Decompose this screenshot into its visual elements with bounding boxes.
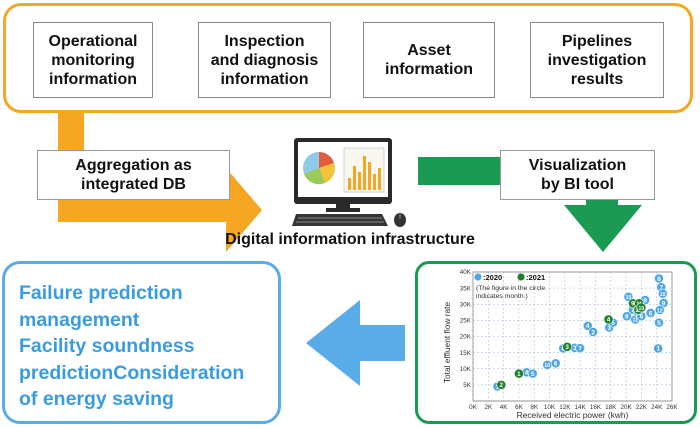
mouse-icon — [394, 213, 406, 227]
legend-marker-2020 — [474, 273, 482, 281]
x-tick-label: 2K — [484, 404, 493, 411]
data-point-label: 2 — [591, 329, 595, 336]
x-tick-label: 24K — [651, 404, 663, 411]
source-asset-information: Asset information — [363, 22, 495, 98]
data-point-label: 6 — [554, 361, 558, 368]
y-tick-label: 40K — [460, 269, 472, 276]
x-tick-label: 20K — [620, 404, 632, 411]
data-point-label: 10 — [544, 363, 550, 369]
data-point — [645, 308, 656, 318]
data-point-label: 8 — [657, 276, 661, 283]
x-tick-label: 6K — [515, 404, 524, 411]
x-tick-label: 8K — [530, 404, 539, 411]
feedback-arrow-icon — [306, 300, 405, 386]
y-tick-label: 20K — [460, 334, 472, 341]
data-point — [550, 358, 561, 369]
data-point-label: 5 — [611, 320, 615, 327]
aggregation-arrow-icon — [58, 112, 262, 252]
visualization-label: Visualization by BI tool — [500, 150, 655, 200]
data-point-label: 1 — [517, 371, 521, 378]
y-tick-label: 25K — [460, 318, 472, 325]
data-point — [562, 341, 573, 352]
x-tick-label: 4K — [500, 404, 509, 411]
legend-label-2021: :2021 — [526, 273, 545, 282]
prediction-line: of energy saving — [19, 388, 174, 410]
data-point-label: 7 — [578, 345, 582, 352]
data-point-label: 5 — [531, 371, 535, 378]
y-tick-label: 15K — [460, 350, 472, 357]
prediction-line: management — [19, 308, 140, 331]
data-point-label: 6 — [640, 313, 644, 320]
data-point-label: 10 — [638, 306, 644, 312]
legend-note: (The figure in the circle — [476, 285, 545, 292]
data-point — [496, 379, 507, 390]
data-point-label: 1 — [656, 346, 660, 353]
data-point-label: 9 — [643, 297, 647, 304]
y-tick-label: 5K — [463, 382, 472, 389]
prediction-line: Facility soundness — [19, 335, 195, 357]
data-point-label: 6 — [649, 310, 653, 317]
y-tick-label: 35K — [460, 285, 472, 292]
y-axis-label: Total effluent flow rate — [442, 302, 452, 384]
data-point — [636, 302, 647, 313]
x-axis-label: Received electric power (kwh) — [517, 410, 629, 420]
data-point-label: 11 — [633, 318, 639, 324]
data-point — [514, 368, 524, 379]
source-inspection-diagnosis: Inspection and diagnosis information — [198, 22, 331, 98]
y-tick-label: 10K — [460, 366, 472, 373]
data-point-label: 4 — [586, 323, 590, 330]
x-tick-label: 14K — [575, 404, 587, 411]
x-tick-label: 10K — [544, 404, 556, 411]
keyboard-icon — [292, 214, 388, 226]
prediction-frame: Failure prediction management Facility s… — [2, 261, 281, 424]
data-point-label: 2 — [500, 382, 504, 389]
data-point-label: 3 — [607, 325, 611, 332]
source-operational-monitoring: Operational monitoring information — [33, 22, 153, 98]
computer-illustration — [292, 138, 406, 227]
data-point-label: 7 — [631, 307, 635, 314]
data-point — [588, 327, 599, 337]
data-point-label: 12 — [657, 308, 663, 314]
x-tick-label: 22K — [636, 404, 648, 411]
infrastructure-label: Digital information infrastructure — [225, 231, 475, 248]
x-tick-label: 18K — [605, 404, 617, 411]
prediction-text: Failure prediction management Facility s… — [19, 280, 279, 413]
prediction-line: predictionConsideration — [19, 361, 245, 384]
data-point-label: 3 — [573, 345, 577, 352]
prediction-line: Failure prediction — [19, 282, 183, 304]
x-tick-label: 0K — [469, 404, 478, 411]
data-point-label: 8 — [625, 313, 629, 320]
legend-label-2020: :2020 — [483, 273, 502, 282]
data-point-label: 9 — [662, 300, 666, 307]
data-point-label: 5 — [657, 320, 661, 327]
data-point-label: 7 — [660, 284, 664, 291]
legend-note: indicates month.) — [476, 293, 528, 300]
data-point-label: 9 — [631, 301, 635, 308]
data-point-label: 10 — [625, 295, 631, 301]
data-point-label: 4 — [525, 370, 529, 377]
data-point-label: 3 — [565, 344, 569, 351]
x-tick-label: 26K — [666, 404, 678, 411]
aggregation-label: Aggregation as integrated DB — [37, 150, 230, 200]
data-point — [653, 343, 664, 354]
pie-chart-icon — [303, 152, 335, 185]
bar-chart-icon — [343, 147, 385, 193]
data-point-label: 10 — [660, 292, 666, 298]
x-tick-label: 12K — [559, 404, 571, 411]
y-tick-label: 30K — [460, 301, 472, 308]
data-point — [603, 314, 614, 325]
data-point — [575, 343, 586, 354]
x-tick-label: 16K — [590, 404, 602, 411]
data-point — [654, 305, 665, 315]
legend-marker-2021 — [517, 273, 525, 281]
data-point — [654, 317, 664, 328]
data-point-label: 4 — [607, 317, 611, 324]
data-point — [527, 368, 538, 379]
source-pipelines-investigation: Pipelines investigation results — [530, 22, 664, 98]
data-point — [621, 311, 632, 322]
